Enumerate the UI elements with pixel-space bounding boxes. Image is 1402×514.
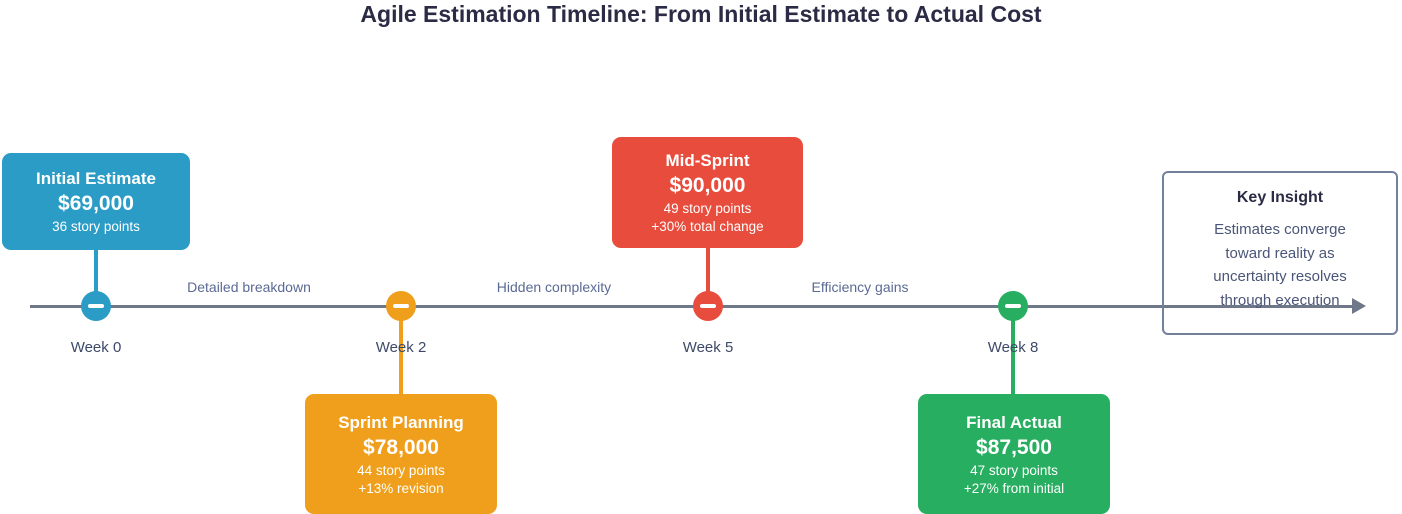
week-label-0: Week 0 <box>70 339 122 356</box>
key-insight-line: Estimates converge <box>1214 221 1346 238</box>
milestone-dot-final-actual <box>998 291 1028 321</box>
milestone-title: Final Actual <box>966 412 1062 432</box>
milestone-title: Sprint Planning <box>338 412 464 432</box>
milestone-dot-sprint-planning <box>386 291 416 321</box>
key-insight-line: toward reality as <box>1225 244 1335 262</box>
milestone-card-final-actual: Final Actual $87,500 47 story points +27… <box>918 394 1110 514</box>
dot-notch-icon <box>88 304 104 308</box>
milestone-detail: +27% from initial <box>963 480 1065 496</box>
week-label-5: Week 5 <box>682 339 734 356</box>
segment-label-detailed-breakdown: Detailed breakdown <box>187 279 311 295</box>
milestone-detail: 47 story points <box>970 462 1058 478</box>
key-insight-box: Key Insight Estimates converge toward re… <box>1162 171 1398 335</box>
connector-initial-estimate <box>94 250 98 295</box>
milestone-title: Mid-Sprint <box>665 151 750 170</box>
milestone-card-initial-estimate: Initial Estimate $69,000 36 story points <box>2 153 190 250</box>
milestone-dot-initial-estimate <box>81 291 111 321</box>
week-label-2: Week 2 <box>375 339 427 356</box>
timeline-arrowhead-icon <box>1352 298 1366 314</box>
milestone-detail: 49 story points <box>663 201 752 216</box>
connector-sprint-planning <box>399 319 403 395</box>
key-insight-body: Estimates converge toward reality as unc… <box>1164 218 1396 312</box>
timeline-axis <box>30 305 1352 308</box>
dot-notch-icon <box>393 304 409 308</box>
milestone-detail: +30% total change <box>651 219 764 234</box>
milestone-title: Initial Estimate <box>36 169 156 188</box>
milestone-dot-mid-sprint <box>693 291 723 321</box>
key-insight-line: through execution <box>1220 291 1340 309</box>
connector-mid-sprint <box>706 248 710 295</box>
segment-label-efficiency-gains: Efficiency gains <box>811 279 909 295</box>
dot-notch-icon <box>1005 304 1021 308</box>
milestone-detail: +13% revision <box>358 480 444 496</box>
milestone-amount: $90,000 <box>669 174 746 197</box>
milestone-amount: $78,000 <box>363 435 439 459</box>
milestone-card-mid-sprint: Mid-Sprint $90,000 49 story points +30% … <box>612 137 803 248</box>
milestone-amount: $87,500 <box>976 435 1052 459</box>
page-title: Agile Estimation Timeline: From Initial … <box>360 1 1042 27</box>
milestone-card-sprint-planning: Sprint Planning $78,000 44 story points … <box>305 394 497 514</box>
segment-label-hidden-complexity: Hidden complexity <box>496 279 612 295</box>
key-insight-line: uncertainty resolves <box>1213 268 1347 285</box>
milestone-detail: 44 story points <box>357 462 445 478</box>
milestone-amount: $69,000 <box>58 192 134 215</box>
dot-notch-icon <box>700 304 716 308</box>
key-insight-title: Key Insight <box>1236 189 1324 206</box>
connector-final-actual <box>1011 319 1015 395</box>
week-label-8: Week 8 <box>987 339 1039 356</box>
milestone-detail: 36 story points <box>52 219 140 234</box>
